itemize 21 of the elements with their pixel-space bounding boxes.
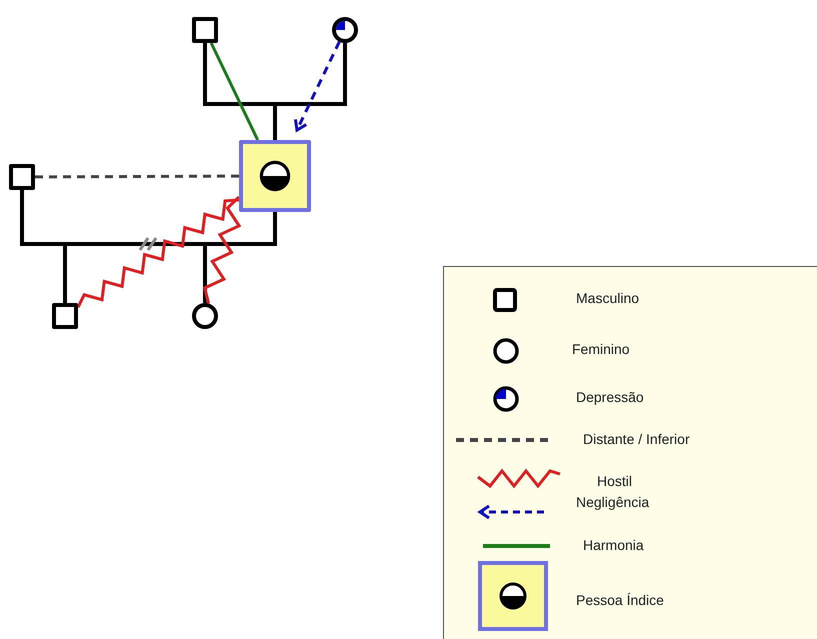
harmony-line xyxy=(210,42,260,141)
legend-label: Depressão xyxy=(576,389,644,405)
family-line xyxy=(203,41,347,142)
male-square xyxy=(192,17,218,43)
legend-label: Harmonia xyxy=(583,537,644,553)
family-line xyxy=(20,188,277,305)
legend-label: Pessoa Índice xyxy=(576,592,664,608)
legend-label: Feminino xyxy=(572,341,630,357)
legend-label: Hostil xyxy=(597,473,632,489)
female-depression-circle xyxy=(332,17,358,43)
neglect-arrow xyxy=(294,41,341,132)
male-square xyxy=(9,164,35,190)
legend-label: Masculino xyxy=(576,290,640,306)
female-circle xyxy=(192,303,218,329)
legend-label: Distante / Inferior xyxy=(583,431,690,447)
distant-line xyxy=(35,174,239,178)
legend-label: Negligência xyxy=(576,494,650,510)
male-square xyxy=(52,303,78,329)
hostile-line xyxy=(76,198,240,308)
hostile-line xyxy=(202,196,242,304)
index-person-box xyxy=(239,140,311,212)
